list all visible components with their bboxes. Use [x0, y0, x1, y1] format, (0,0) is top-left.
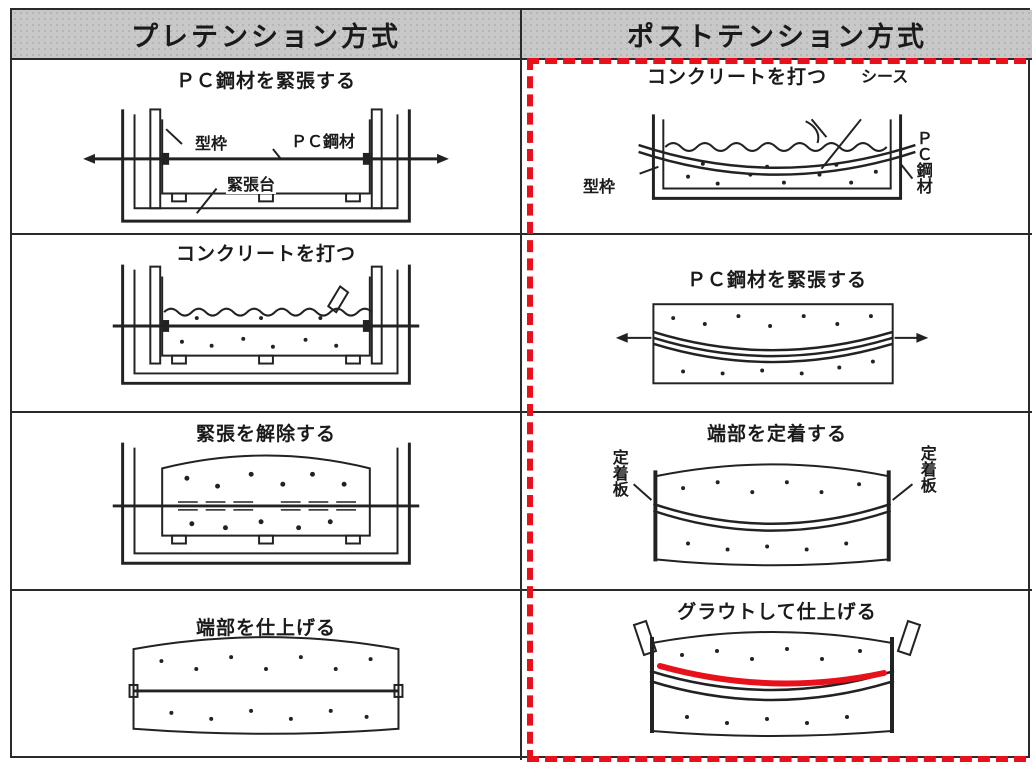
- pre-formwork-label: 型枠: [194, 134, 229, 153]
- post-step-1-caption: コンクリートを打つ: [646, 66, 827, 88]
- post-steel-label: ＰＣ鋼材: [913, 130, 933, 194]
- post-step-1: コンクリートを打つ シース 型枠 ＰＣ鋼材: [522, 60, 1032, 235]
- pre-bed-label: 緊張台: [226, 175, 277, 194]
- pre-step-1-caption: ＰＣ鋼材を緊張する: [175, 70, 356, 92]
- header-pretension-label: プレテンション方式: [131, 21, 401, 53]
- post-step-2-drawing: [615, 303, 929, 385]
- comparison-table: プレテンション方式 ポストテンション方式: [10, 8, 1032, 760]
- post-sheath-label: シース: [860, 67, 910, 86]
- pre-step-1: ＰＣ鋼材を緊張する 型枠 ＰＣ鋼材 緊張台: [12, 60, 522, 235]
- header-posttension: ポストテンション方式: [522, 10, 1032, 60]
- post-step-4: グラウトして仕上げる: [522, 591, 1032, 760]
- pre-step-3: 緊張を解除する: [12, 413, 522, 591]
- pre-step-4-caption: 端部を仕上げる: [195, 617, 336, 639]
- pre-step-4-drawing: [128, 636, 404, 735]
- post-plate-right-label: 定着板: [917, 445, 937, 493]
- pre-steel-label: ＰＣ鋼材: [290, 132, 357, 151]
- post-step-2: ＰＣ鋼材を緊張する: [522, 235, 1032, 413]
- post-step-3-caption: 端部を定着する: [706, 423, 847, 445]
- post-step-1-drawing: [638, 114, 916, 200]
- post-step-3-drawing: [632, 463, 914, 567]
- post-plate-left-label: 定着板: [609, 449, 629, 497]
- pre-step-2: コンクリートを打つ: [12, 235, 522, 413]
- pre-step-2-drawing: [112, 264, 420, 385]
- pre-step-2-caption: コンクリートを打つ: [175, 243, 356, 265]
- pre-step-3-caption: 緊張を解除する: [195, 423, 336, 445]
- post-step-4-caption: グラウトして仕上げる: [677, 601, 877, 623]
- post-step-4-drawing: [632, 619, 922, 737]
- pre-step-4: 端部を仕上げる: [12, 591, 522, 760]
- pre-step-3-drawing: [112, 442, 420, 565]
- post-formwork-label: 型枠: [582, 177, 617, 196]
- post-step-3: 端部を定着する 定着板 定着板: [522, 413, 1032, 591]
- header-posttension-label: ポストテンション方式: [627, 21, 927, 53]
- grout-line: [657, 663, 887, 687]
- header-pretension: プレテンション方式: [12, 10, 522, 60]
- post-step-2-caption: ＰＣ鋼材を緊張する: [686, 269, 867, 291]
